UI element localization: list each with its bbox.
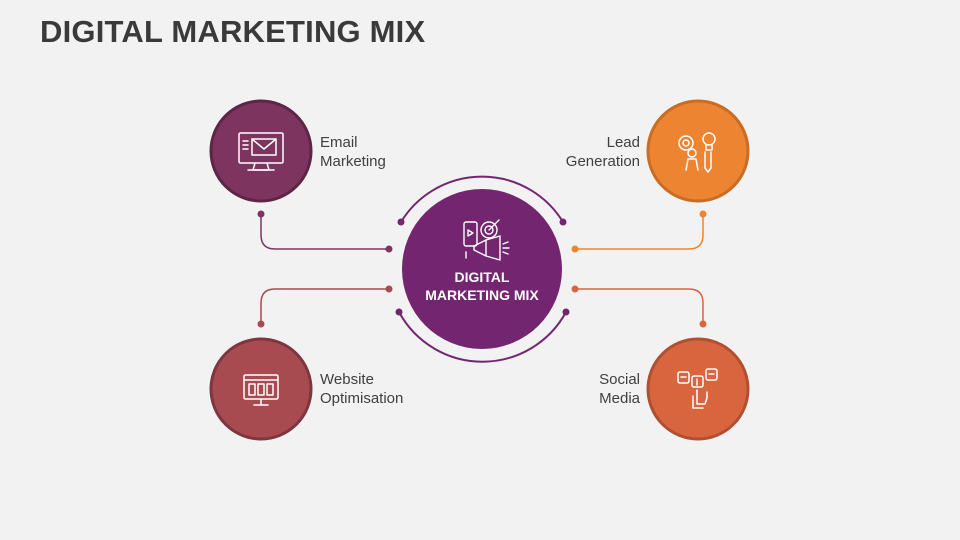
label-website-line1: Website — [320, 371, 374, 388]
label-lead-line2: Generation — [565, 153, 640, 170]
label-website: Website Optimisation — [320, 370, 480, 408]
center-label: DIGITAL MARKETING MIX — [402, 268, 562, 304]
page-title: DIGITAL MARKETING MIX — [40, 14, 426, 49]
digital-marketing-icon — [463, 219, 510, 261]
social-media-icon — [677, 368, 718, 409]
center-arc-top — [400, 175, 564, 223]
label-email-line2: Marketing — [320, 153, 386, 170]
connector-email — [257, 210, 393, 253]
connector-social — [571, 285, 707, 328]
connector-lead — [571, 210, 707, 253]
arc-dot — [397, 218, 405, 226]
node-lead — [646, 99, 750, 203]
website-icon — [243, 374, 279, 406]
arc-dot — [562, 308, 570, 316]
center-circle — [402, 189, 562, 349]
center-label-line1: DIGITAL — [454, 269, 510, 285]
connector-website — [257, 285, 393, 328]
label-lead: Lead Generation — [480, 133, 640, 171]
node-email — [209, 99, 313, 203]
node-social — [646, 337, 750, 441]
label-social-line1: Social — [599, 371, 640, 388]
lead-generation-icon — [678, 132, 716, 173]
label-lead-line1: Lead — [606, 134, 640, 151]
label-social-line2: Media — [599, 390, 640, 407]
arc-dot — [559, 218, 567, 226]
label-social: Social Media — [480, 370, 640, 408]
center-label-line2: MARKETING MIX — [425, 287, 539, 303]
center-arc-bottom — [398, 311, 567, 363]
arc-dot — [395, 308, 403, 316]
label-email: Email Marketing — [320, 133, 480, 171]
email-monitor-icon — [238, 132, 284, 171]
node-website — [209, 337, 313, 441]
label-website-line2: Optimisation — [320, 390, 404, 407]
label-email-line1: Email — [320, 134, 358, 151]
